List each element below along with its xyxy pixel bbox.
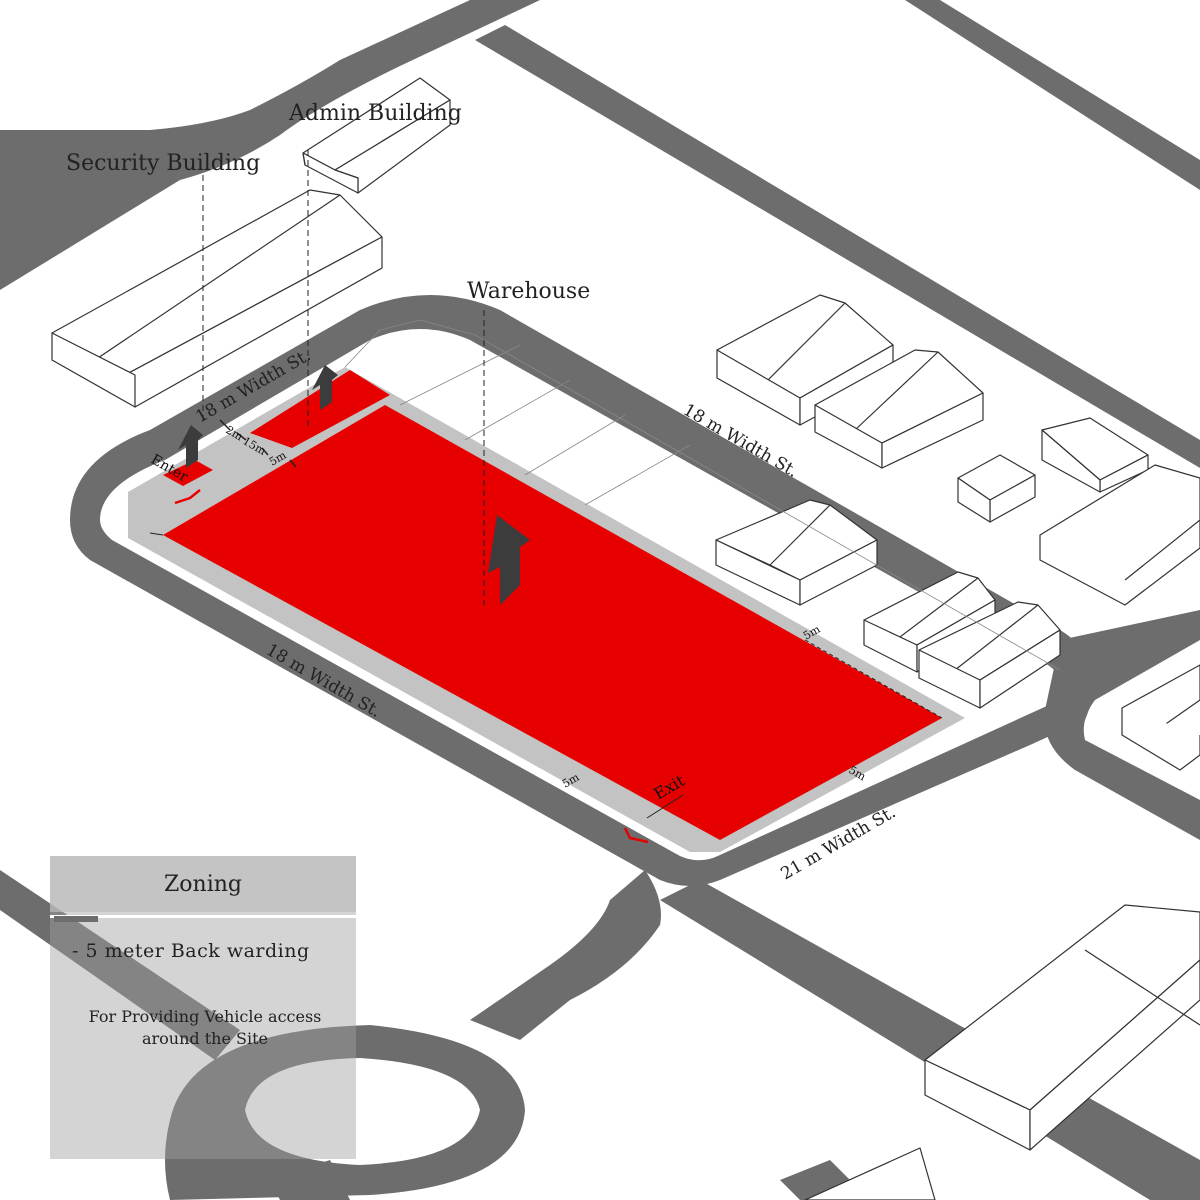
building-far-right [1121, 664, 1200, 771]
label-warehouse: Warehouse [467, 279, 590, 304]
road-upper-diagonal [475, 25, 1200, 468]
road-right [1044, 610, 1200, 840]
legend-box: Zoning - 5 meter Back warding For Provid… [50, 856, 356, 1159]
lot-divisions [344, 319, 1061, 671]
building-bottom-center [804, 1147, 936, 1200]
admin-building-block [302, 77, 451, 194]
surrounding-buildings [51, 77, 1200, 1200]
exit-chevron [623, 827, 649, 844]
security-arrow [178, 425, 203, 468]
legend-title: Zoning [50, 856, 356, 912]
site [128, 319, 1061, 852]
buildings-site-right [715, 499, 1061, 709]
admin-arrow [312, 365, 338, 410]
legend-item: - 5 meter Back warding [72, 940, 310, 962]
security-zone[interactable] [163, 460, 213, 486]
road-top-left [0, 0, 540, 290]
label-admin-building: Admin Building [288, 101, 462, 126]
legend-swatch [54, 916, 98, 922]
building-pair-top-right [716, 294, 984, 469]
legend-divider [50, 915, 356, 918]
legend-note: For Providing Vehicle access around the … [60, 1006, 350, 1050]
label-security-building: Security Building [66, 151, 260, 176]
legend-note-line2: around the Site [141, 1029, 269, 1048]
long-building-left [51, 189, 383, 408]
road-bottom-center [470, 870, 661, 1040]
direction-arrows [178, 365, 530, 605]
dimension-ticks [219, 419, 297, 468]
legend-note-line1: For Providing Vehicle access [88, 1007, 322, 1026]
road-top-edge [905, 0, 1200, 190]
big-building-bottom-right [924, 904, 1200, 1151]
road-roundabout-exit [270, 1160, 350, 1200]
leader-lines [202, 150, 684, 819]
access-marks [174, 489, 649, 844]
road-bottom-right [660, 880, 1200, 1200]
small-buildings-right [957, 417, 1200, 606]
warehouse-arrow [488, 515, 530, 605]
warehouse-zone[interactable] [163, 405, 942, 840]
roundabout [165, 1025, 525, 1200]
enter-chevron [174, 489, 201, 505]
setback-lines [149, 532, 943, 719]
